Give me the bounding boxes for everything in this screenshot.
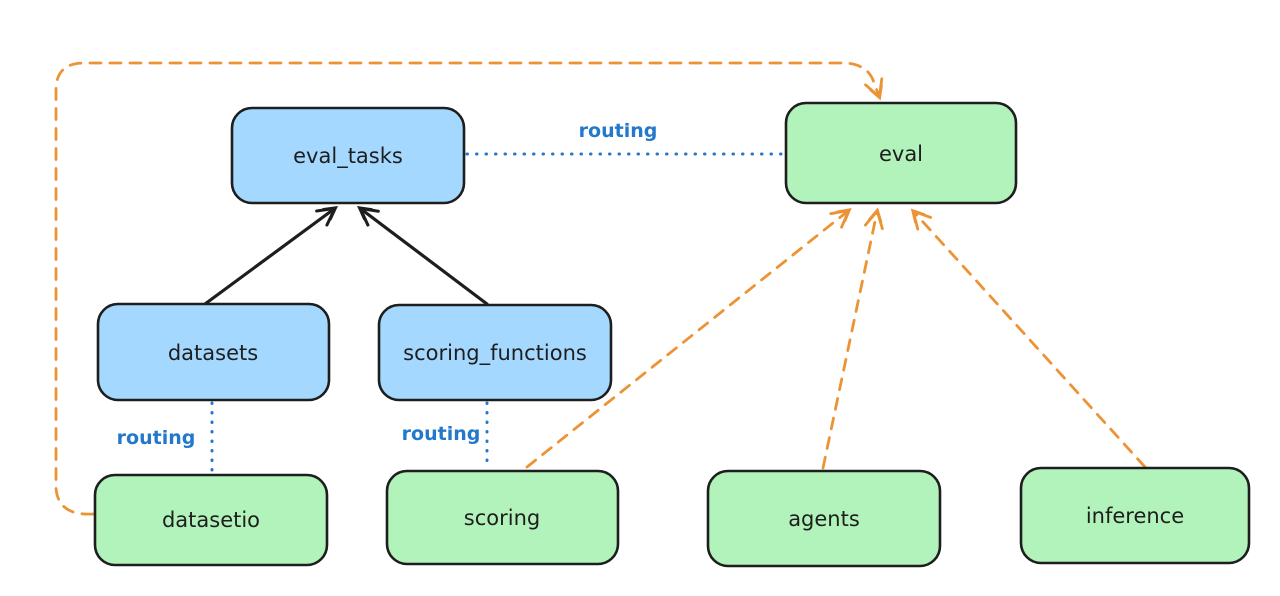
node-datasets: datasets [96, 302, 331, 402]
node-agents: agents [706, 469, 942, 568]
node-agents-box [706, 469, 942, 568]
node-scoring: scoring [385, 469, 620, 566]
node-scoring-label: scoring [464, 506, 540, 530]
edge-scoring-to-eval [525, 208, 852, 469]
node-eval-box [784, 101, 1018, 205]
edge-scoring-functions-to-eval-tasks [357, 206, 489, 306]
edge-datasetio-to-eval-loop [54, 61, 884, 516]
routing-label-datasets-datasetio: routing [117, 427, 196, 449]
node-eval-label: eval [879, 142, 923, 166]
edge-datasets-to-eval-tasks [203, 206, 339, 306]
node-inference-label: inference [1086, 504, 1184, 528]
node-inference-box [1019, 466, 1251, 565]
node-inference: inference [1019, 466, 1251, 565]
node-datasets-label: datasets [168, 341, 258, 365]
node-eval-tasks-label: eval_tasks [293, 144, 403, 169]
node-eval-tasks: eval_tasks [230, 106, 466, 205]
node-scoring-functions-box [377, 303, 613, 402]
node-datasetio-box [93, 473, 329, 567]
node-datasets-box [96, 302, 331, 402]
node-scoring-box [385, 469, 620, 566]
node-datasetio-label: datasetio [162, 508, 260, 532]
node-agents-label: agents [788, 507, 860, 531]
edge-inference-to-eval [910, 208, 1147, 469]
node-scoring-functions: scoring_functions [377, 303, 613, 402]
routing-label-scoring-functions-scoring: routing [402, 423, 481, 445]
node-eval: eval [784, 101, 1018, 205]
node-eval-tasks-box [230, 106, 466, 205]
routing-label-eval-tasks-eval: routing [579, 120, 658, 142]
edge-agents-to-eval [821, 207, 884, 470]
node-datasetio: datasetio [93, 473, 329, 567]
node-scoring-functions-label: scoring_functions [403, 341, 587, 366]
